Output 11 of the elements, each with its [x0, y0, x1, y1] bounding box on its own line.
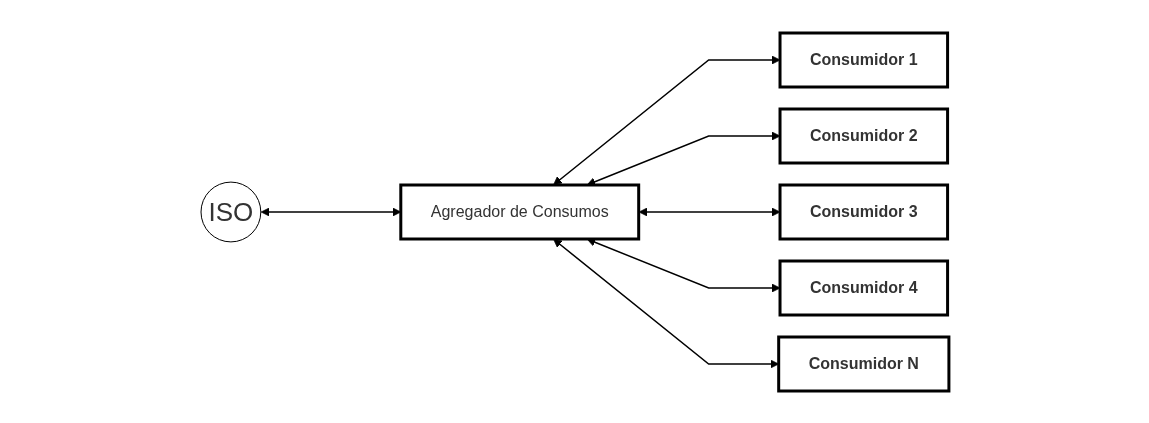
node-box: Consumidor 4: [778, 259, 949, 316]
arrow: [260, 207, 401, 216]
arrow: [552, 55, 780, 185]
node-box: Consumidor 2: [778, 107, 949, 164]
node-box: Agregador de Consumos: [398, 183, 640, 240]
node-box: Consumidor N: [776, 335, 950, 392]
node-box: Consumidor 1: [778, 31, 949, 88]
node-circle: ISO: [200, 181, 261, 242]
node-box: Consumidor 3: [778, 183, 949, 240]
arrow: [638, 207, 780, 216]
arrow: [552, 238, 779, 368]
